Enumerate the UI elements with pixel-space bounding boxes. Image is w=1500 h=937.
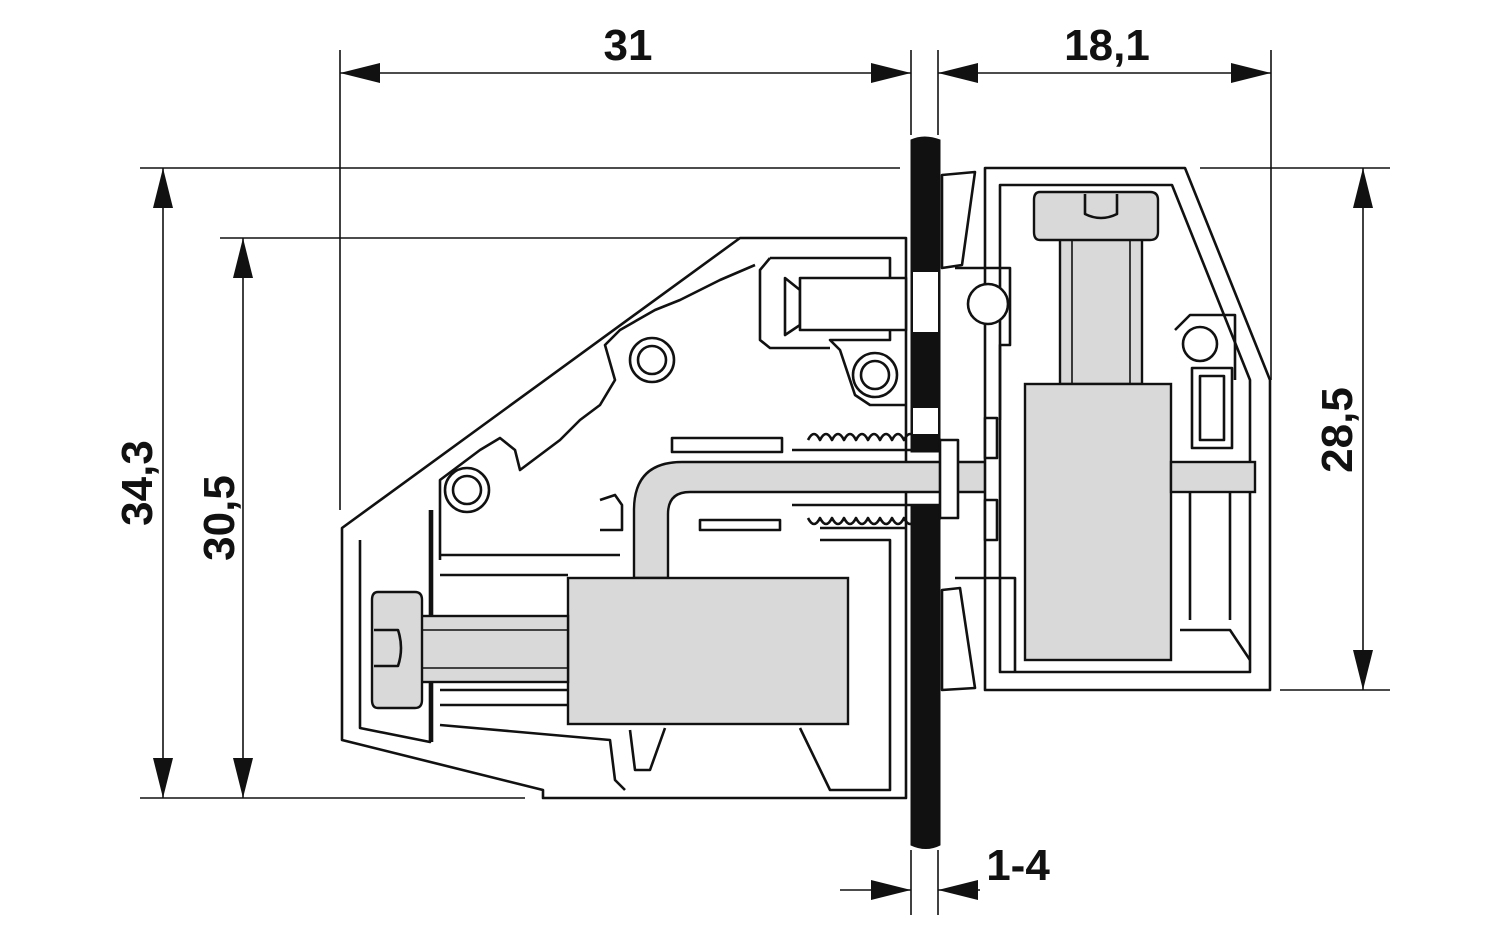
label-width-left: 31	[604, 21, 653, 70]
mounting-panel	[910, 136, 941, 849]
extension-lines	[140, 50, 1390, 915]
dimension-34-3	[153, 168, 173, 798]
dimension-28-5	[1353, 168, 1373, 690]
dimension-30-5	[233, 238, 253, 798]
label-height-total: 34,3	[113, 440, 162, 526]
label-height-right: 28,5	[1313, 387, 1362, 473]
dimension-31	[340, 63, 911, 83]
dimension-18-1	[938, 63, 1271, 83]
washers	[938, 416, 999, 542]
right-clamp	[1023, 190, 1257, 662]
label-panel-thickness: 1-4	[986, 841, 1050, 890]
label-height-inner: 30,5	[195, 475, 244, 561]
label-width-right: 18,1	[1064, 21, 1150, 70]
dimension-1-4	[840, 880, 980, 900]
